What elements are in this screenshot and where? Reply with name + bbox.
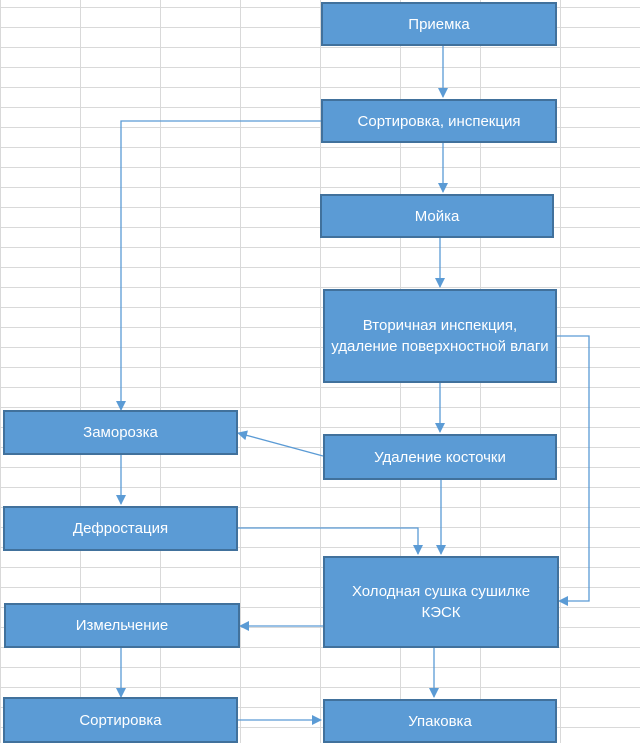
node-pit-removal: Удаление косточки: [323, 434, 557, 480]
node-packaging-label: Упаковка: [408, 712, 472, 730]
node-grinding: Измельчение: [4, 603, 240, 648]
node-secondary-inspection: Вторичная инспекция, удаление поверхност…: [323, 289, 557, 383]
arrow-secondary-inspection-to-cold-drying: [557, 335, 590, 606]
node-cold-drying-label: Холодная сушка сушилке КЭСК: [351, 583, 531, 621]
node-defrosting-label: Дефростация: [72, 520, 169, 537]
node-sorting-inspection-label: Сортировка, инспекция: [357, 112, 521, 130]
node-washing: Мойка: [320, 194, 554, 238]
node-washing-label: Мойка: [414, 207, 460, 225]
arrow-defrosting-to-cold-drying: [238, 527, 423, 555]
node-freezing: Заморозка: [3, 410, 238, 455]
node-receiving-label: Приемка: [408, 15, 470, 33]
node-receiving: Приемка: [321, 2, 557, 46]
node-packaging: Упаковка: [323, 699, 557, 743]
node-cold-drying: Холодная сушка сушилке КЭСК: [323, 556, 559, 648]
node-sorting-inspection: Сортировка, инспекция: [321, 99, 557, 143]
node-defrosting: Дефростация: [3, 506, 238, 551]
node-sorting-label: Сортировка: [79, 711, 162, 729]
arrow-sorting-inspection-to-freezing: [116, 120, 321, 411]
node-secondary-inspection-label: Вторичная инспекция, удаление поверхност…: [331, 317, 549, 355]
node-pit-removal-label: Удаление косточки: [374, 448, 506, 466]
node-freezing-label: Заморозка: [83, 424, 158, 441]
node-sorting: Сортировка: [3, 697, 238, 743]
arrow-pit-removal-to-freezing: [237, 430, 324, 457]
node-grinding-label: Измельчение: [75, 617, 169, 634]
